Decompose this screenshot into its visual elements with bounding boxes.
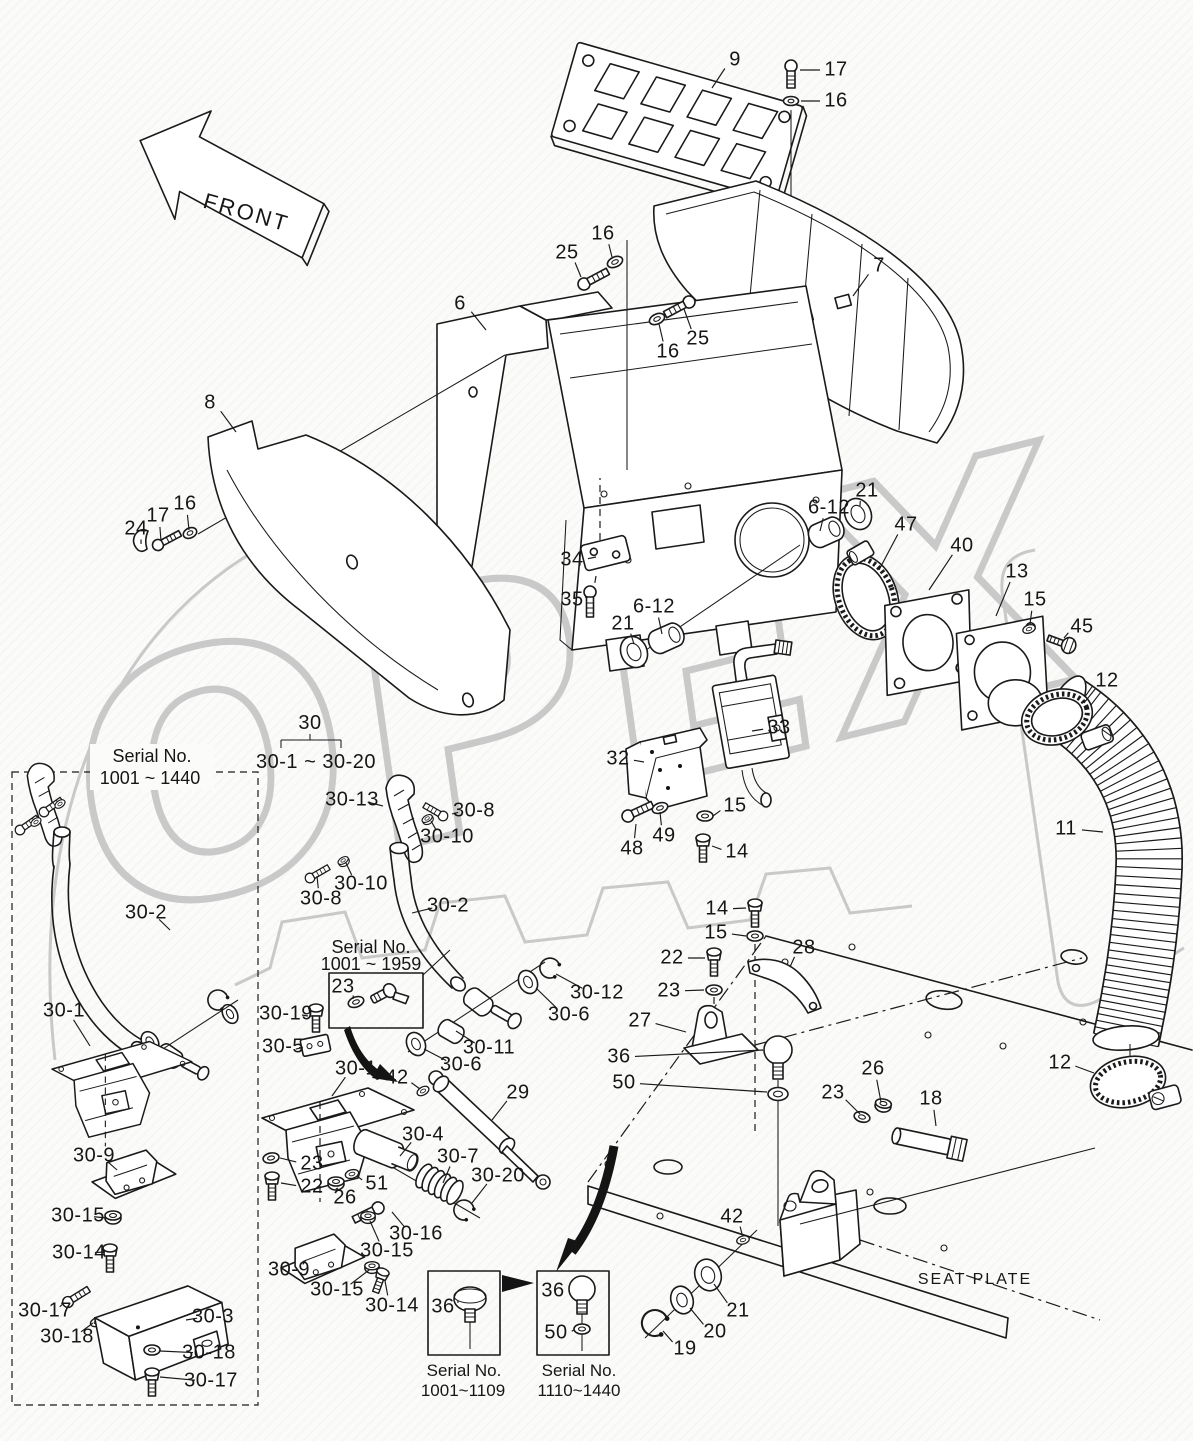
bolt-17-top xyxy=(784,59,798,89)
pin-18 xyxy=(891,1127,968,1162)
serial-caption-levers-1: Serial No. xyxy=(112,746,191,766)
washer-30-6b xyxy=(405,1031,427,1057)
nut-50-main xyxy=(767,1086,789,1102)
washer-21b xyxy=(619,635,649,669)
serial-caption-levers-2: 1001 ~ 1440 xyxy=(100,768,201,788)
washer-16-top xyxy=(782,95,800,107)
group-30-label: 30 30-1 ~ 30-20 xyxy=(256,712,376,773)
pin-30-4 xyxy=(353,1128,419,1172)
seat-plate-label: SEAT PLATE xyxy=(918,1271,1032,1288)
strap-28 xyxy=(747,958,822,1014)
washer-21c xyxy=(693,1258,723,1292)
hose-clamp-12b xyxy=(1089,1055,1182,1111)
part-9-plate xyxy=(550,41,808,211)
spring-30-7 xyxy=(415,1163,464,1206)
handle-grip-30-13 xyxy=(385,774,424,864)
serial-box-knob-late xyxy=(536,1270,610,1356)
gasket-40 xyxy=(883,589,973,697)
knob-36-b xyxy=(568,1275,596,1351)
serial-caption-balljoint-2: 1001 ~ 1959 xyxy=(321,954,422,974)
washer-20 xyxy=(669,1285,695,1315)
washer-30-6a xyxy=(517,969,539,995)
washer-16-left xyxy=(182,526,198,540)
front-arrow-sign: FRONT xyxy=(139,110,330,267)
serial-caption-balljoint-1: Serial No. xyxy=(331,937,410,957)
box-30-3 xyxy=(93,1285,229,1381)
seat-plate xyxy=(587,935,1193,1339)
hose-clamp-12a xyxy=(1020,688,1115,751)
hose-clamp-47 xyxy=(832,540,900,641)
serial-caption-late-1: Serial No. xyxy=(542,1361,617,1380)
bushing-30-11 xyxy=(437,1018,465,1045)
bolt-35 xyxy=(583,585,597,618)
knob-36-main xyxy=(763,1035,793,1080)
part-34-plate xyxy=(580,534,631,572)
serial-caption-early-1: Serial No. xyxy=(427,1361,502,1380)
serial-caption-late-2: 1110~1440 xyxy=(537,1381,620,1400)
serial-box-mid xyxy=(328,972,424,1029)
bushing-6-12a xyxy=(807,516,845,549)
bracket-32 xyxy=(625,727,708,811)
bracket-27 xyxy=(683,1004,759,1065)
washer-21a xyxy=(843,497,873,531)
part-6-frame xyxy=(436,240,843,672)
bolt-17-left xyxy=(151,529,183,552)
serial-box-knob-early xyxy=(427,1270,501,1356)
valve-33 xyxy=(711,639,793,808)
bolt-45 xyxy=(1046,634,1077,655)
svg-text:30-1 ~ 30-20: 30-1 ~ 30-20 xyxy=(256,751,376,773)
knob-36-a xyxy=(453,1286,487,1349)
serial-caption-early-2: 1001~1109 xyxy=(421,1381,505,1400)
gas-spring-29 xyxy=(414,1070,551,1190)
part-8-panel xyxy=(207,420,511,716)
svg-text:30: 30 xyxy=(298,712,321,734)
